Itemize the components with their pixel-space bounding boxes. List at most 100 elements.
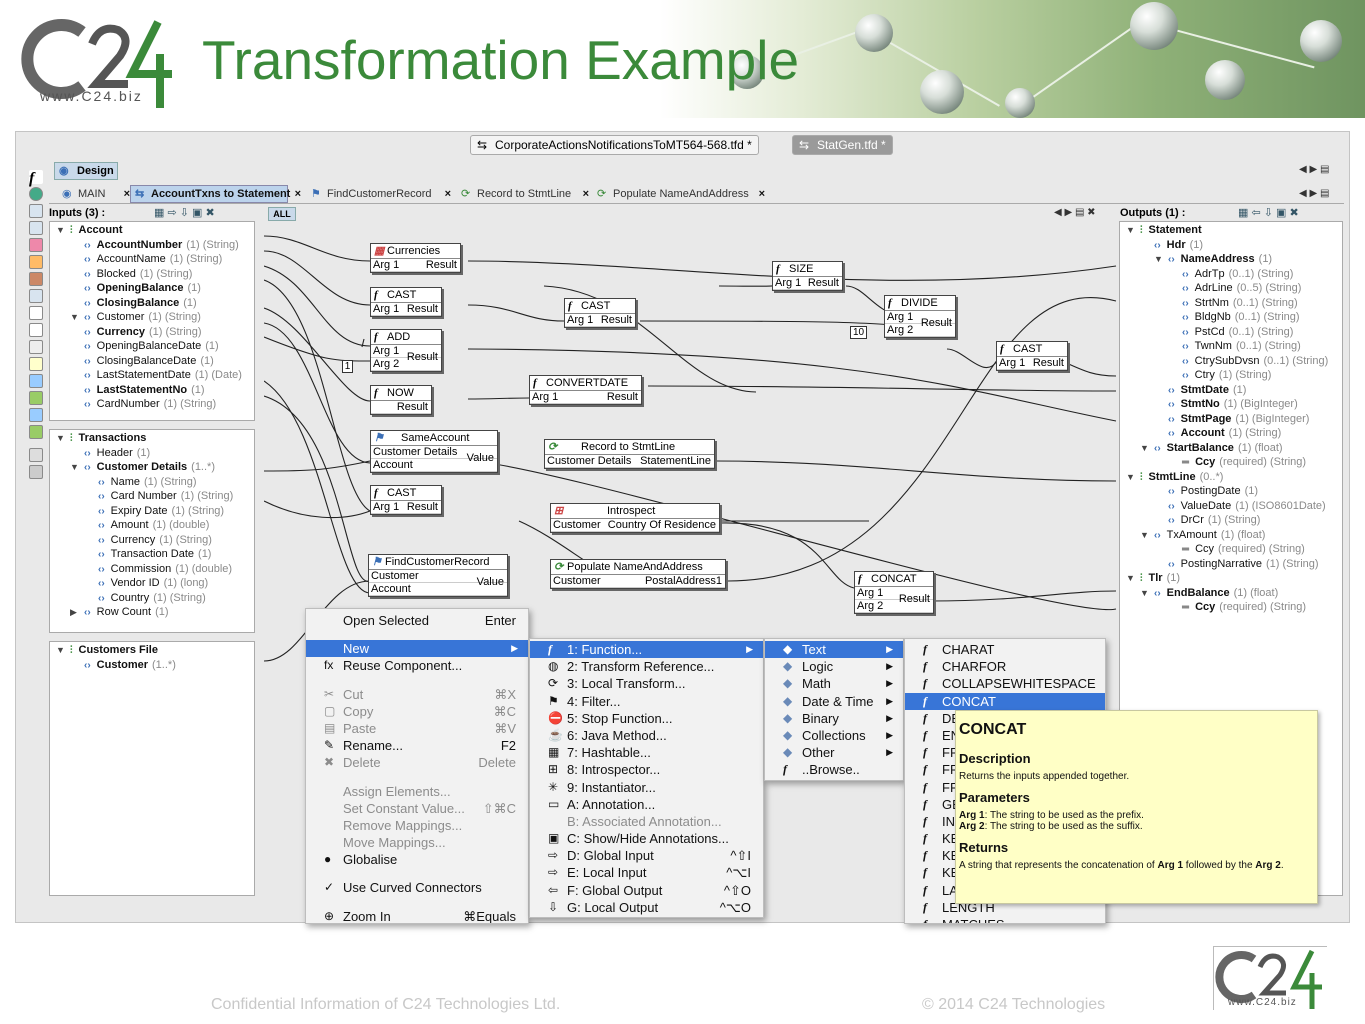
panel-tab-nav[interactable]: ◀ ▶ ▤ <box>1299 188 1330 199</box>
menu-item-2-transform-reference[interactable]: ◍2: Transform Reference... <box>530 658 763 675</box>
expand-toggle-icon[interactable]: ▼ <box>1140 529 1149 540</box>
tree-node-accountnumber[interactable]: ‹›AccountNumber(1) (String) <box>54 238 242 253</box>
tree-node-laststatementno[interactable]: ‹›LastStatementNo(1) <box>54 383 242 398</box>
tree-node-closingbalancedate[interactable]: ‹›ClosingBalanceDate(1) <box>54 354 242 369</box>
tree-node-openingbalance[interactable]: ‹›OpeningBalance(1) <box>54 281 242 296</box>
menu-item-remove-mappings[interactable]: Remove Mappings... <box>306 817 528 834</box>
expand-toggle-icon[interactable]: ▼ <box>56 645 65 655</box>
tree-node-blocked[interactable]: ‹›Blocked(1) (String) <box>54 267 242 282</box>
tree-node-postingdate[interactable]: ‹›PostingDate(1) <box>1124 484 1328 499</box>
tree-node-expiry-date[interactable]: ‹›Expiry Date(1) (String) <box>54 504 233 519</box>
function-tool-icon[interactable]: f <box>29 170 43 187</box>
stop-tool-icon[interactable] <box>29 238 43 252</box>
menu-item-c-show-hide-annotations[interactable]: ▣C: Show/Hide Annotations... <box>530 830 763 847</box>
menu-item-e-local-input[interactable]: ⇨E: Local Input^⌥I <box>530 864 763 881</box>
tree-node-bldgnb[interactable]: ‹›BldgNb(0..1) (String) <box>1124 310 1328 325</box>
introspector-tool-icon[interactable] <box>29 289 43 303</box>
instantiator-tool-icon[interactable] <box>29 306 43 320</box>
expand-toggle-icon[interactable]: ▼ <box>1154 254 1163 264</box>
tree-node-country[interactable]: ‹›Country(1) (String) <box>54 591 233 606</box>
menu-item-use-curved-connectors[interactable]: ✓Use Curved Connectors <box>306 879 528 896</box>
expand-toggle-icon[interactable]: ▼ <box>1140 587 1149 598</box>
global-input-tool-icon[interactable] <box>29 374 43 388</box>
outputs-toolbar[interactable]: ▦ ⇦ ⇩ ▣ ✖ <box>1238 207 1299 219</box>
tree-node-currency[interactable]: ‹›Currency(1) (String) <box>54 325 242 340</box>
tree-node-amount[interactable]: ‹›Amount(1) (double) <box>54 518 233 533</box>
tree-node-stmtdate[interactable]: ‹›StmtDate(1) <box>1124 383 1328 398</box>
close-icon[interactable]: × <box>294 188 301 200</box>
tree-node-stmtno[interactable]: ‹›StmtNo(1) (BigInteger) <box>1124 397 1328 412</box>
menu-item-7-hashtable[interactable]: ▦7: Hashtable... <box>530 744 763 761</box>
tree-node-laststatementdate[interactable]: ‹›LastStatementDate(1) (Date) <box>54 368 242 383</box>
expand-toggle-icon[interactable]: ▼ <box>70 462 79 472</box>
tree-node-customer-details[interactable]: ▼‹›Customer Details(1..*) <box>54 460 233 475</box>
tree-node-header[interactable]: ‹›Header(1) <box>54 446 233 461</box>
tree-node-account[interactable]: ▼⫶Account <box>54 223 242 238</box>
tree-node-name[interactable]: ‹›Name(1) (String) <box>54 475 233 490</box>
local-output-tool-icon[interactable] <box>29 425 43 439</box>
tab-main[interactable]: ◉MAIN× <box>58 186 130 204</box>
tree-node-pstcd[interactable]: ‹›PstCd(0..1) (String) <box>1124 325 1328 340</box>
tree-node-adrtp[interactable]: ‹›AdrTp(0..1) (String) <box>1124 267 1328 282</box>
menu-item-zoom-in[interactable]: ⊕Zoom In⌘Equals <box>306 908 528 923</box>
menu-item-math[interactable]: ◆Math▶ <box>765 675 903 692</box>
design-tab[interactable]: ◉Design <box>54 162 118 180</box>
menu-item-browse[interactable]: f..Browse.. <box>765 761 903 778</box>
tree-node-cardnumber[interactable]: ‹›CardNumber(1) (String) <box>54 397 242 412</box>
menu-item-3-local-transform[interactable]: ⟳3: Local Transform... <box>530 675 763 692</box>
tree-node-statement[interactable]: ▼⫶Statement <box>1124 223 1328 238</box>
tree-node-valuedate[interactable]: ‹›ValueDate(1) (ISO8601Date) <box>1124 499 1328 514</box>
menu-item-date-time[interactable]: ◆Date & Time▶ <box>765 693 903 710</box>
menu-item-text[interactable]: ◆Text▶ <box>765 641 903 659</box>
constant-one[interactable]: 1 <box>342 360 353 373</box>
menu-item-rename[interactable]: ✎Rename...F2 <box>306 737 528 754</box>
doc-tab-statgen[interactable]: ⇆StatGen.tfd * <box>792 135 893 155</box>
menu-item-5-stop-function[interactable]: ⛔5: Stop Function... <box>530 710 763 727</box>
tree-node-stmtline[interactable]: ▼⫶StmtLine(0..*) <box>1124 470 1328 485</box>
menu-item-logic[interactable]: ◆Logic▶ <box>765 658 903 675</box>
tree-node-strtnm[interactable]: ‹›StrtNm(0..1) (String) <box>1124 296 1328 311</box>
tree-node-txamount[interactable]: ▼‹›TxAmount(1) (float) <box>1124 528 1328 543</box>
tab-accounttxns-to-statement[interactable]: ⇆AccountTxns to Statement× <box>130 185 301 203</box>
tree-node-ctry[interactable]: ‹›Ctry(1) (String) <box>1124 368 1328 383</box>
tree-node-ccy[interactable]: ═Ccy(required) (String) <box>1124 542 1328 557</box>
tree-node-accountname[interactable]: ‹›AccountName(1) (String) <box>54 252 242 267</box>
close-icon[interactable]: × <box>444 188 451 200</box>
tree-node-customer[interactable]: ▼‹›Customer(1) (String) <box>54 310 242 325</box>
close-icon[interactable]: × <box>582 188 589 200</box>
expand-toggle-icon[interactable]: ▼ <box>70 312 79 322</box>
doc-tab-corporate-actions[interactable]: ⇆CorporateActionsNotificationsToMT564-56… <box>470 135 759 155</box>
tab-record-to-stmtline[interactable]: ⟳Record to StmtLine× <box>457 186 589 204</box>
design-tab-nav[interactable]: ◀ ▶ ▤ <box>1299 164 1330 175</box>
filter-tool-icon[interactable] <box>29 221 43 235</box>
expand-toggle-icon[interactable]: ▼ <box>56 433 65 443</box>
expand-toggle-icon[interactable]: ▼ <box>56 225 65 235</box>
debug-tool-icon[interactable] <box>29 465 43 479</box>
tree-node-drcr[interactable]: ‹›DrCr(1) (String) <box>1124 513 1328 528</box>
global-output-tool-icon[interactable] <box>29 408 43 422</box>
tree-node-account[interactable]: ‹›Account(1) (String) <box>1124 426 1328 441</box>
menu-item-8-introspector[interactable]: ⊞8: Introspector... <box>530 761 763 778</box>
local-input-tool-icon[interactable] <box>29 391 43 405</box>
expand-toggle-icon[interactable]: ▼ <box>1126 225 1135 235</box>
tree-node-closingbalance[interactable]: ‹›ClosingBalance(1) <box>54 296 242 311</box>
tab-populate-nameandaddress[interactable]: ⟳Populate NameAndAddress× <box>593 186 765 204</box>
menu-item-b-associated-annotation[interactable]: B: Associated Annotation... <box>530 813 763 830</box>
tree-node-ctrysubdvsn[interactable]: ‹›CtrySubDvsn(0..1) (String) <box>1124 354 1328 369</box>
all-button[interactable]: ALL <box>268 207 296 221</box>
tree-node-openingbalancedate[interactable]: ‹›OpeningBalanceDate(1) <box>54 339 242 354</box>
tree-node-currency[interactable]: ‹›Currency(1) (String) <box>54 533 233 548</box>
menu-item-6-java-method[interactable]: ☕6: Java Method... <box>530 727 763 744</box>
